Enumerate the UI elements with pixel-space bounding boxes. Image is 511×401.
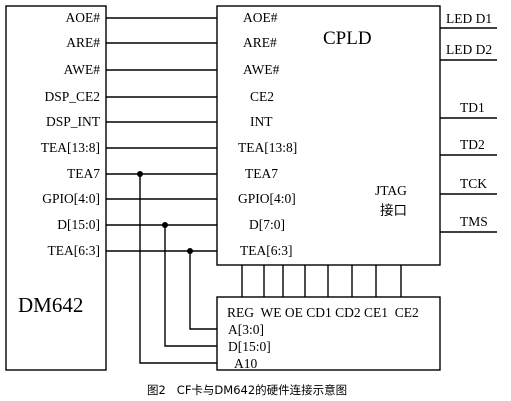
cpld-pin-int: INT — [250, 114, 273, 129]
cpld-pin-tea6-3: TEA[6:3] — [240, 243, 292, 258]
cpld-pin-d7-0: D[7:0] — [249, 217, 285, 232]
tms-label: TMS — [460, 214, 488, 229]
cpld-pin-aoe: AOE# — [243, 10, 278, 25]
dm642-box — [5, 5, 107, 371]
dm642-pin-aoe: AOE# — [66, 10, 101, 25]
cf-pin-a10: A10 — [234, 356, 257, 371]
dm642-title: DM642 — [18, 293, 83, 317]
cpld-pin-gpio: GPIO[4:0] — [238, 191, 296, 206]
cf-branch-lines — [139, 174, 217, 364]
cpld-pin-tea7: TEA7 — [245, 166, 278, 181]
dm642-pin-tea13-8: TEA[13:8] — [41, 140, 100, 155]
cpld-jtag-sub: 接口 — [380, 202, 407, 218]
junction-dot-tea7 — [137, 171, 143, 177]
tck-label: TCK — [460, 176, 487, 191]
cpld-pin-tea13-8: TEA[13:8] — [238, 140, 297, 155]
dm642-pin-tea6-3: TEA[6:3] — [48, 243, 100, 258]
dm642-pin-tea7: TEA7 — [67, 166, 100, 181]
td2-label: TD2 — [460, 137, 485, 152]
cf-pin-d15-0: D[15:0] — [228, 339, 271, 354]
dm642-pin-d15-0: D[15:0] — [57, 217, 100, 232]
led-d1-label: LED D1 — [446, 11, 492, 26]
dm642-pin-dsp-int: DSP_INT — [46, 114, 101, 129]
figure-caption: 图2 CF卡与DM642的硬件连接示意图 — [147, 383, 347, 397]
junction-dot-data — [162, 222, 168, 228]
led-d2-label: LED D2 — [446, 42, 492, 57]
cpld-pin-awe: AWE# — [243, 62, 280, 77]
cpld-output-lines — [440, 27, 497, 233]
cpld-pin-are: ARE# — [243, 35, 277, 50]
cpld-cf-lines — [241, 265, 402, 297]
cpld-pin-ce2: CE2 — [250, 89, 274, 104]
dm642-pin-gpio: GPIO[4:0] — [42, 191, 100, 206]
dm642-pin-awe: AWE# — [64, 62, 101, 77]
cpld-title: CPLD — [323, 28, 372, 49]
cf-top-pins: REG WE OE CD1 CD2 CE1 CE2 — [227, 305, 419, 320]
cpld-jtag-label: JTAG — [375, 183, 407, 198]
cf-pin-a3-0: A[3:0] — [228, 322, 264, 337]
dm642-pin-dsp-ce2: DSP_CE2 — [44, 89, 100, 104]
dm642-pin-are: ARE# — [66, 35, 100, 50]
bus-lines — [106, 17, 217, 252]
junction-dot-tea63 — [187, 248, 193, 254]
td1-label: TD1 — [460, 100, 485, 115]
